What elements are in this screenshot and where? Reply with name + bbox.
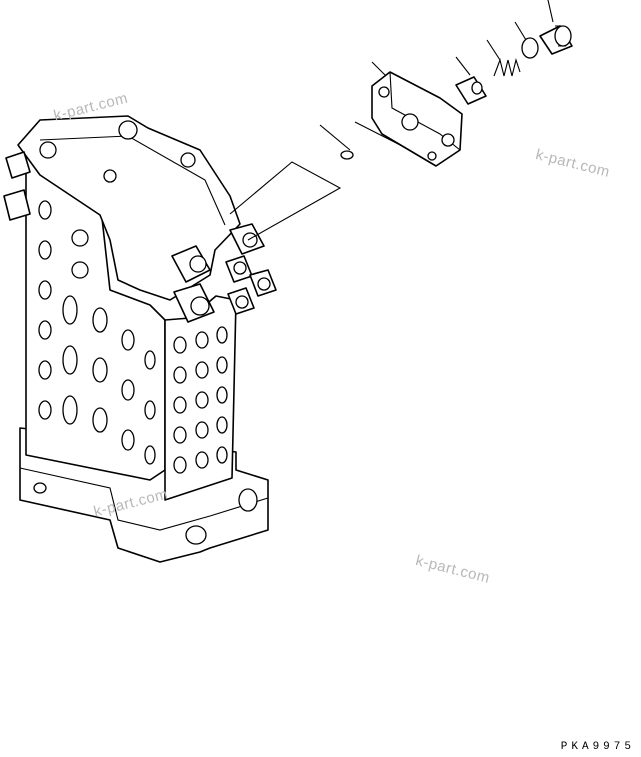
leader-lines (229, 0, 554, 241)
spool-piston (455, 76, 487, 105)
drawing-code: PKA9975 (560, 741, 635, 753)
o-ring-small (340, 150, 354, 160)
plug (539, 25, 573, 55)
left-fittings (3, 151, 89, 279)
right-face-holes (173, 326, 228, 474)
left-face-holes (38, 200, 156, 465)
valve-cover-block (371, 71, 463, 167)
front-fittings (171, 223, 277, 323)
spring (493, 58, 521, 77)
control-valve-assembly (3, 115, 277, 563)
o-ring-large (521, 37, 539, 59)
